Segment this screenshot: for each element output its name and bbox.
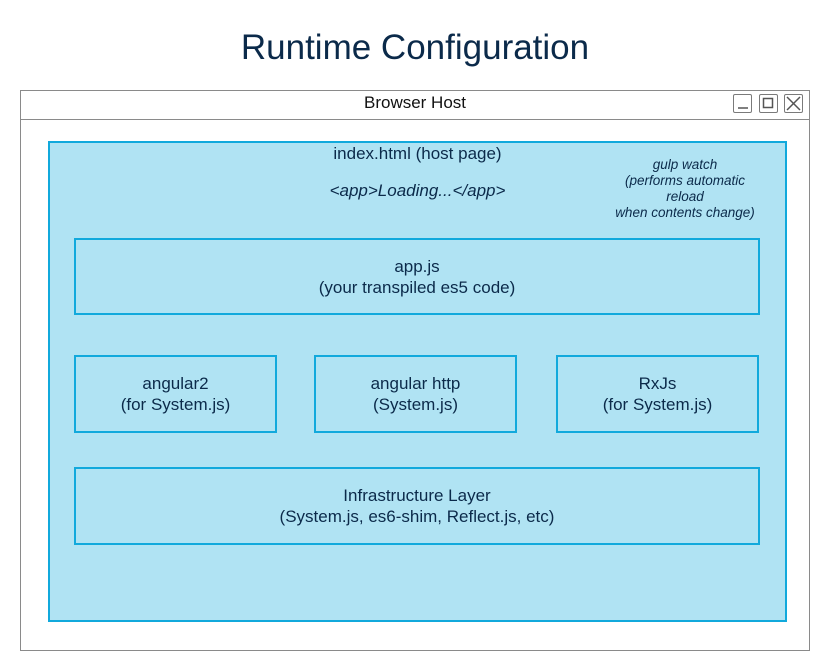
note-line: gulp watch [652, 157, 718, 172]
box-title: angular http [370, 374, 461, 393]
note-line: reload [666, 189, 704, 204]
box-subtitle: (your transpiled es5 code) [318, 277, 516, 297]
minimize-icon[interactable] [733, 94, 752, 113]
box-subtitle: (System.js) [373, 395, 458, 414]
window-titlebar: Browser Host [21, 91, 809, 120]
note-line: when contents change) [615, 205, 755, 220]
gulp-watch-note: gulp watch (performs automatic reload wh… [610, 157, 760, 221]
box-title: angular2 [142, 374, 209, 393]
angular-http-box: angular http (System.js) [314, 355, 517, 433]
browser-host-window: Browser Host index.html (host page) <app… [20, 90, 810, 651]
host-page-container: index.html (host page) <app>Loading...</… [48, 141, 787, 622]
close-icon[interactable] [784, 94, 803, 113]
box-title: RxJs [638, 374, 677, 393]
note-line: (performs automatic [624, 173, 746, 188]
box-title: Infrastructure Layer [343, 486, 491, 505]
box-title: app.js [394, 256, 440, 276]
window-title: Browser Host [363, 93, 467, 112]
maximize-icon[interactable] [759, 94, 778, 113]
angular2-box: angular2 (for System.js) [74, 355, 277, 433]
box-subtitle: (for System.js) [602, 395, 713, 414]
box-subtitle: (System.js, es6-shim, Reflect.js, etc) [279, 507, 555, 526]
diagram-title: Runtime Configuration [240, 28, 590, 67]
infrastructure-layer-box: Infrastructure Layer (System.js, es6-shi… [74, 467, 760, 545]
app-loading-tag: <app>Loading...</app> [329, 181, 506, 200]
box-subtitle: (for System.js) [120, 395, 231, 414]
rxjs-box: RxJs (for System.js) [556, 355, 759, 433]
app-js-box: app.js (your transpiled es5 code) [74, 238, 760, 315]
host-page-label: index.html (host page) [333, 144, 502, 163]
